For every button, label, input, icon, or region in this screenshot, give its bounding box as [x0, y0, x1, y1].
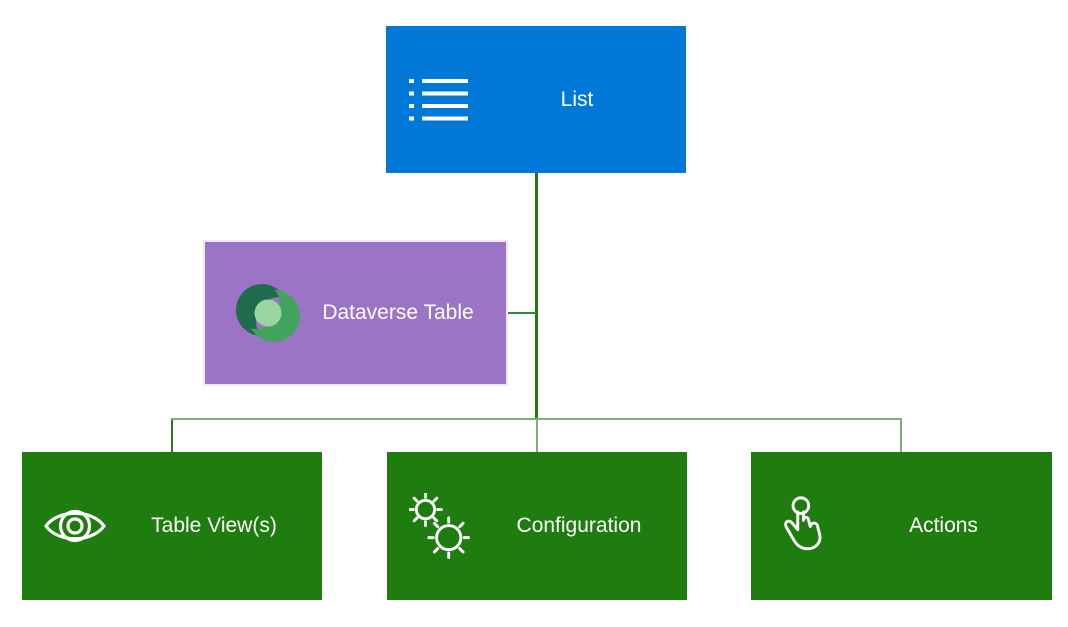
node-dataverse-table: Dataverse Table	[203, 240, 508, 386]
node-list: List	[386, 26, 686, 173]
node-table-views-label: Table View(s)	[151, 514, 277, 537]
tap-icon	[773, 494, 835, 559]
gears-icon	[409, 493, 471, 559]
list-icon	[408, 78, 468, 121]
node-configuration: Configuration	[387, 452, 687, 600]
node-dataverse-table-label: Dataverse Table	[322, 301, 474, 324]
node-actions: Actions	[751, 452, 1052, 600]
connector-horizontal-span	[171, 418, 902, 420]
connector-trunk-vertical	[535, 173, 538, 419]
connector-drop-configuration	[536, 420, 538, 452]
connector-drop-table-views	[171, 420, 173, 452]
node-list-label: List	[560, 87, 594, 111]
dataverse-icon	[232, 277, 304, 349]
connector-dataverse-link	[508, 312, 536, 314]
node-table-views: Table View(s)	[22, 452, 322, 600]
node-actions-label: Actions	[909, 514, 978, 537]
eye-icon	[44, 504, 106, 548]
connector-drop-actions	[900, 420, 902, 452]
node-configuration-label: Configuration	[516, 514, 642, 537]
